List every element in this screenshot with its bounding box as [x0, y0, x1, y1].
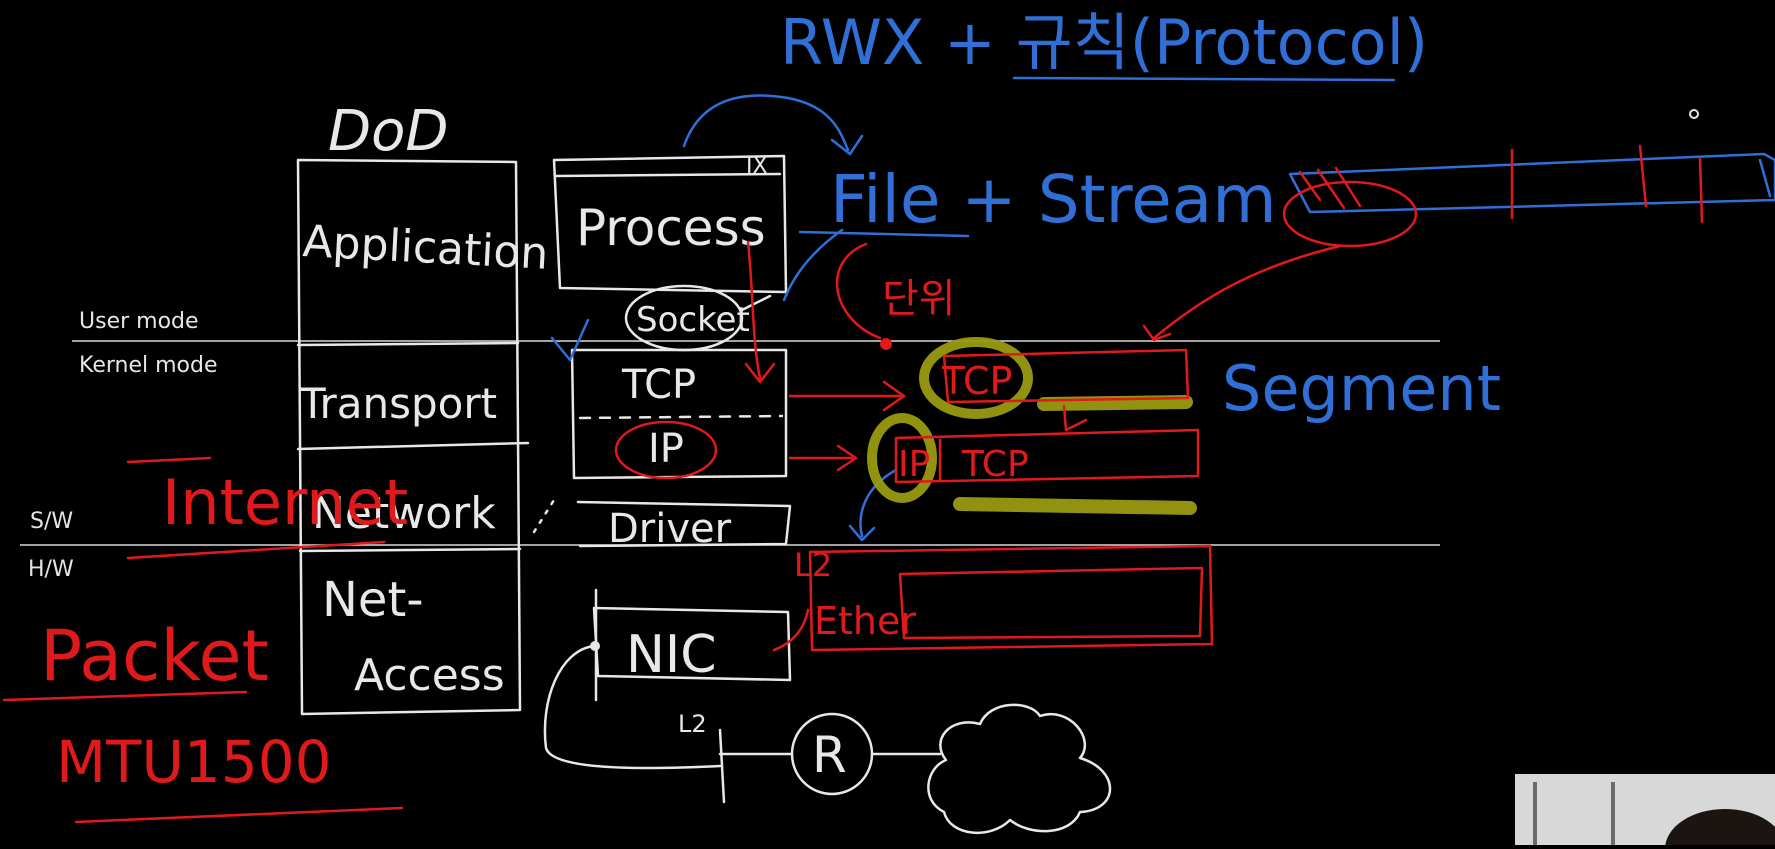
- dod-divider-3: [298, 547, 522, 553]
- stack-tcp-label: TCP: [621, 362, 696, 408]
- router-label: R: [812, 726, 847, 784]
- ether-inner-box: [898, 566, 1204, 640]
- kernel-mode-label: Kernel mode: [79, 353, 218, 378]
- nic-to-frame-arrow: [772, 608, 810, 652]
- driver-dots: [532, 498, 556, 534]
- red-dot: [880, 338, 892, 350]
- tcp-ip-divider: [578, 414, 784, 420]
- tcp-yellow-bar: [1037, 395, 1193, 411]
- hw-label: H/W: [28, 557, 74, 582]
- blue-arc-arrow: [682, 94, 850, 152]
- process-label: Process: [576, 199, 766, 257]
- blue-down-arrow: [782, 228, 844, 302]
- frame-tcp-label: TCP: [941, 359, 1012, 403]
- dod-divider-2: [296, 441, 530, 451]
- cable-node: [590, 641, 600, 651]
- stream-tape-end: [1758, 158, 1772, 198]
- mtu-label: MTU1500: [56, 728, 332, 796]
- cable: [543, 644, 722, 770]
- layer-net-access-2: Access: [354, 650, 505, 701]
- webcam-presenter: [1665, 809, 1775, 845]
- ether-outer-box: [808, 544, 1214, 652]
- process-box-topline: [554, 172, 782, 178]
- webcam-door-frame: [1533, 782, 1537, 845]
- packet-underline: [2, 690, 248, 702]
- ip-yellow-circle: [867, 413, 937, 503]
- kernel-stack-box: [570, 348, 788, 480]
- cloud-icon: [927, 703, 1112, 834]
- layer-transport: Transport: [299, 379, 497, 428]
- cable-vertical: [718, 728, 726, 804]
- blue-ip-arrow: [848, 468, 898, 542]
- frame-tcp2-label: TCP: [961, 444, 1029, 485]
- frame-ether-label: Ether: [814, 599, 916, 643]
- stack-ip-label: IP: [648, 426, 684, 472]
- cursor-dot: [1689, 109, 1699, 119]
- stack-ip-circle: [614, 420, 718, 480]
- user-mode-label: User mode: [79, 309, 199, 334]
- dod-box: [296, 158, 522, 716]
- tcp-segment-box: [942, 348, 1190, 404]
- blue-arc-head: [830, 134, 864, 156]
- nic-label: NIC: [626, 625, 717, 685]
- dod-divider-1: [296, 341, 520, 347]
- process-box: [552, 154, 788, 294]
- driver-label: Driver: [608, 506, 732, 552]
- frame-ip-label: IP: [898, 444, 930, 485]
- blue-tick: [550, 318, 590, 362]
- stream-marks: [1510, 144, 1704, 224]
- dod-title: DoD: [328, 99, 449, 164]
- korean-bracket: [835, 242, 882, 340]
- socket-label: Socket: [636, 300, 750, 340]
- frame-l2-label: L2: [794, 546, 832, 584]
- ip-down-link: [1062, 404, 1088, 432]
- process-close-mark: IX: [746, 154, 768, 179]
- top-title: RWX + 규칙(Protocol): [780, 6, 1428, 79]
- korean-note: 단위: [882, 276, 956, 322]
- tcp-to-frame-arrow: [788, 380, 906, 412]
- ip-packet-box: [894, 428, 1200, 484]
- tcp-yellow-circle: [919, 337, 1033, 419]
- ip-yellow-bar: [953, 497, 1197, 515]
- stream-segment-circle: [1282, 180, 1418, 248]
- socket-arrow: [740, 294, 772, 312]
- file-underline: [798, 230, 970, 238]
- segment-label: Segment: [1222, 352, 1501, 425]
- webcam-thumbnail: [1515, 774, 1775, 845]
- top-title-underline: [1012, 76, 1396, 82]
- layer-application: Application: [301, 216, 549, 280]
- layer-net-access-1: Net-: [322, 572, 424, 628]
- ip-to-frame-arrow: [788, 444, 858, 472]
- internet-top-stroke: [126, 456, 212, 464]
- driver-box: [576, 500, 792, 548]
- red-down-arrow: [744, 240, 776, 384]
- webcam-door-frame: [1611, 782, 1615, 845]
- stream-tape: [1288, 152, 1775, 214]
- file-stream-label: File + Stream: [830, 161, 1277, 238]
- internet-underline: [126, 540, 386, 560]
- l2-label: L2: [678, 710, 707, 738]
- mtu-underline: [74, 806, 404, 824]
- layer-network: Network: [312, 488, 496, 539]
- stream-to-segment-arrow: [1142, 244, 1342, 342]
- packet-label: Packet: [40, 615, 269, 697]
- internet-label: Internet: [162, 466, 408, 539]
- stream-scribble: [1298, 166, 1362, 210]
- sw-label: S/W: [30, 509, 73, 534]
